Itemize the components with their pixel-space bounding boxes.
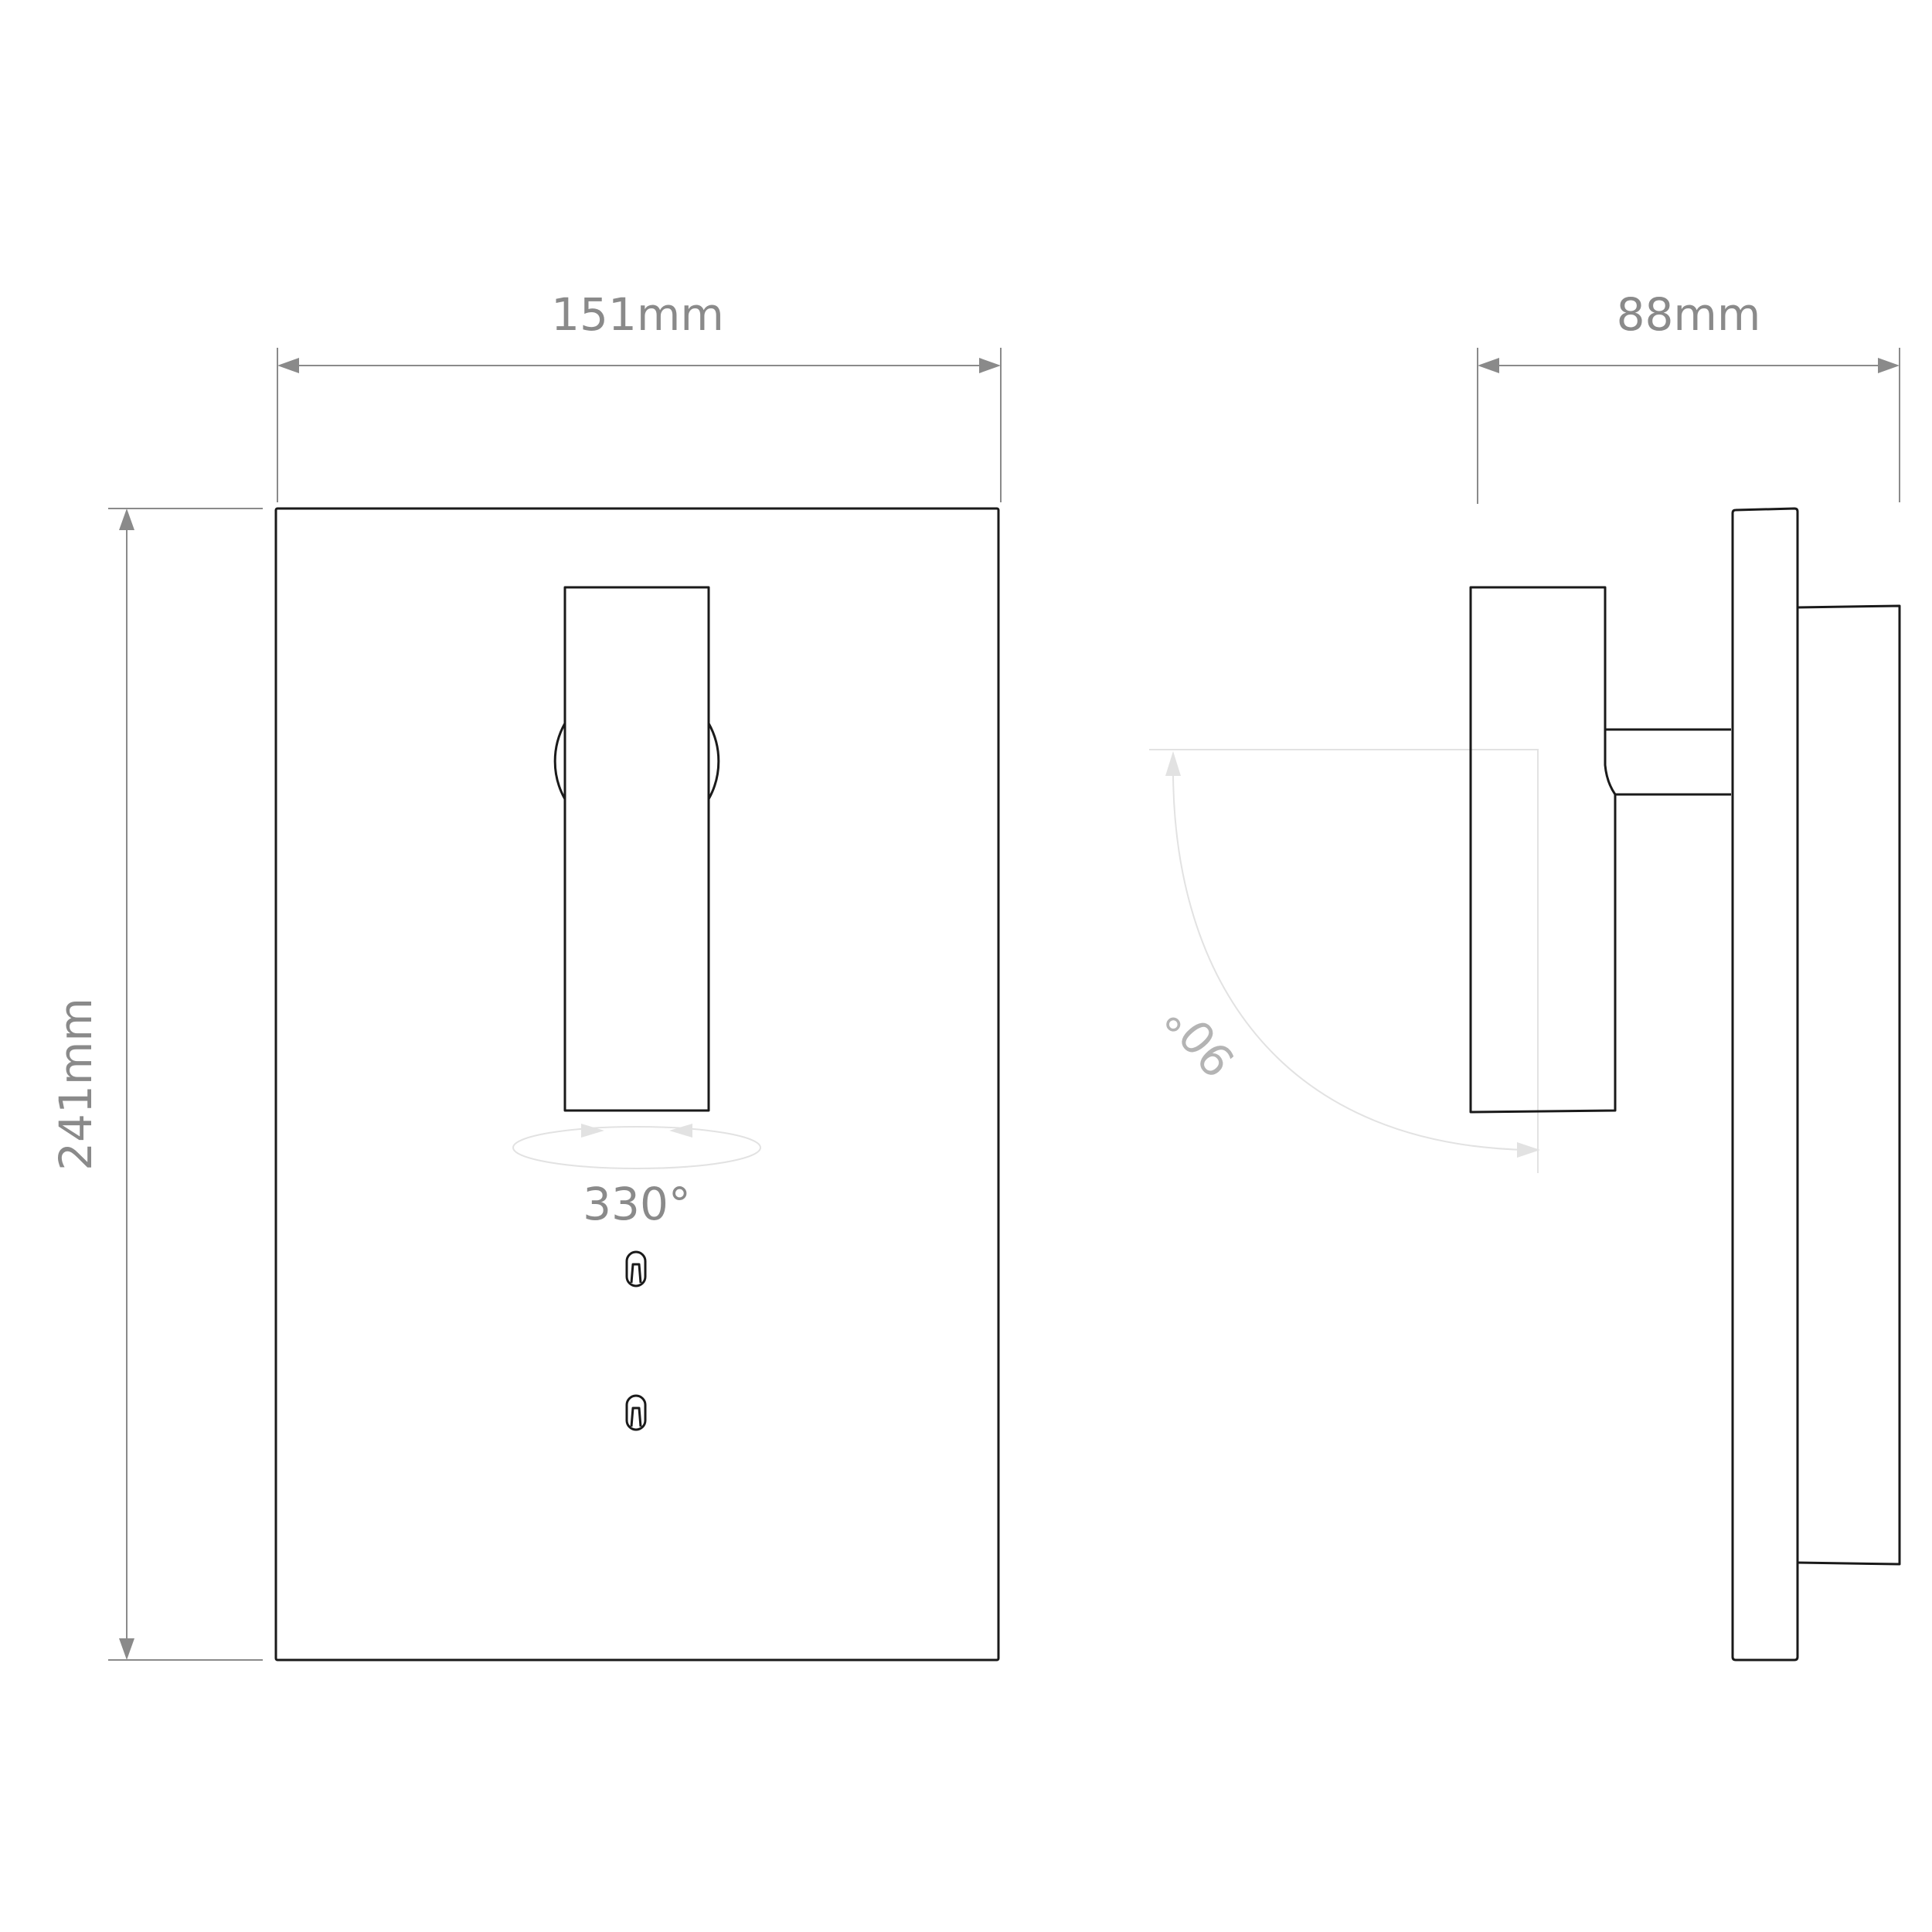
backplate-front (274, 507, 1000, 1662)
depth-dimension (1477, 348, 1900, 504)
side-view: 88mm 90° (1149, 288, 1901, 1662)
height-label: 241mm (49, 998, 102, 1171)
width-dimension (277, 348, 1002, 502)
depth-label: 88mm (1617, 288, 1761, 341)
lamp-head-side (1469, 586, 1617, 1114)
mounting-box-side (1797, 604, 1901, 1566)
width-label: 151mm (551, 288, 724, 341)
front-view: 151mm 241mm 330° (49, 288, 1002, 1662)
lamp-head-front (563, 586, 710, 1112)
height-dimension (108, 508, 263, 1661)
tilt-label: 90° (1155, 992, 1246, 1087)
pivot-disc (553, 723, 566, 800)
backplate-side (1731, 507, 1799, 1662)
tilt-guide (1149, 749, 1540, 1173)
swivel-label: 330° (583, 1178, 691, 1230)
swivel-guide (512, 1124, 761, 1169)
arm-side (1605, 728, 1731, 796)
fixing-slot-lower (625, 1394, 647, 1431)
fixing-slot-upper (625, 1250, 647, 1287)
